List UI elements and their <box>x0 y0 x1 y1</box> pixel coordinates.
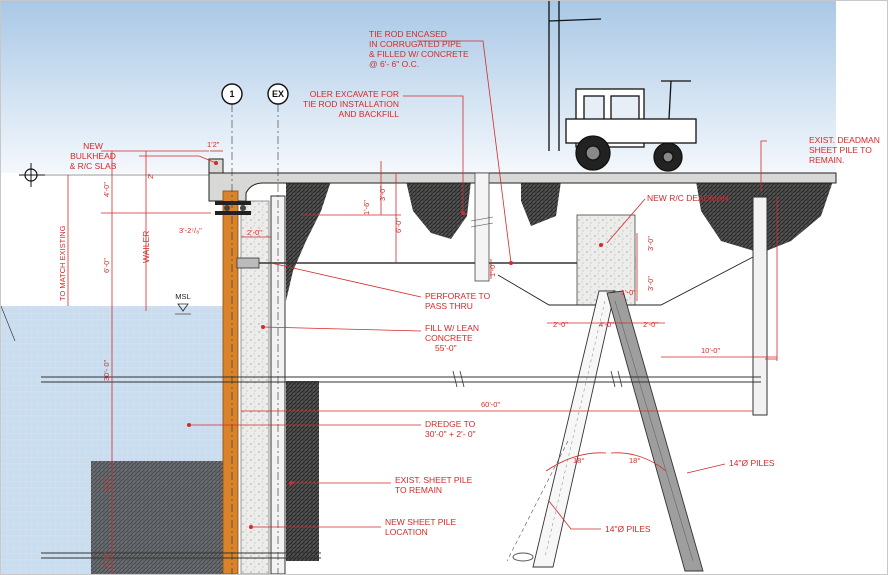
svg-text:2'-0": 2'-0" <box>553 320 568 329</box>
callout-perforate: PERFORATE TO PASS THRU <box>425 291 491 311</box>
exist-deadman-pile <box>752 196 768 416</box>
svg-text:PASS THRU: PASS THRU <box>425 301 473 311</box>
dimension-labels: 1'2" 2' 4'-0" 6'-0" 30'- 0" 4'-0" 0'-0" … <box>102 140 720 567</box>
forklift-icon <box>548 1 697 172</box>
svg-text:2'-0": 2'-0" <box>643 320 658 329</box>
datum-target-icon <box>19 163 209 187</box>
svg-text:4'-0": 4'-0" <box>102 182 111 197</box>
callout-excavate: OLER EXCAVATE FOR TIE ROD INSTALLATION A… <box>303 89 399 119</box>
svg-text:0'-0": 0'-0" <box>102 552 111 567</box>
seabed-soil <box>91 461 223 574</box>
svg-text:1'-0": 1'-0" <box>488 262 497 277</box>
svg-text:& FILLED W/ CONCRETE: & FILLED W/ CONCRETE <box>369 49 469 59</box>
svg-text:EXIST. DEADMAN: EXIST. DEADMAN <box>809 135 880 145</box>
svg-text:OLER EXCAVATE FOR: OLER EXCAVATE FOR <box>310 89 399 99</box>
soil-column <box>286 381 319 561</box>
soil-mid <box>406 181 471 239</box>
callout-match-existing: TO MATCH EXISTING <box>58 225 67 301</box>
svg-text:NEW: NEW <box>83 141 103 151</box>
svg-text:30'- 0": 30'- 0" <box>102 359 111 381</box>
rc-slab <box>208 172 837 202</box>
horizontal-members <box>41 370 761 559</box>
svg-text:REMAIN.: REMAIN. <box>809 155 844 165</box>
callout-exist-sheet-pile: EXIST. SHEET PILE TO REMAIN <box>395 475 473 495</box>
svg-text:EX: EX <box>272 89 284 99</box>
svg-text:6'-0": 6'-0" <box>394 218 403 233</box>
svg-text:1'2": 1'2" <box>207 140 220 149</box>
svg-text:18°: 18° <box>629 456 640 465</box>
svg-text:10'-0": 10'-0" <box>701 346 720 355</box>
svg-text:@ 6'- 6" O.C.: @ 6'- 6" O.C. <box>369 59 419 69</box>
callout-piles-left: 14"Ø PILES <box>605 524 651 534</box>
svg-text:3'-0": 3'-0" <box>378 186 387 201</box>
svg-text:4'-0": 4'-0" <box>599 320 614 329</box>
grid-bubble-ex: EX <box>267 83 289 105</box>
svg-text:AND BACKFILL: AND BACKFILL <box>339 109 400 119</box>
wailer-bolts <box>215 201 251 215</box>
svg-text:55'-0": 55'-0" <box>435 343 457 353</box>
svg-text:TO REMAIN: TO REMAIN <box>395 485 442 495</box>
svg-text:6'-0": 6'-0" <box>102 258 111 273</box>
callout-wailer: WAILER <box>141 231 151 263</box>
svg-text:PERFORATE TO: PERFORATE TO <box>425 291 491 301</box>
svg-text:3'-0": 3'-0" <box>646 276 655 291</box>
svg-text:DREDGE TO: DREDGE TO <box>425 419 476 429</box>
svg-text:1'-0": 1'-0" <box>621 288 636 297</box>
msl-marker: MSL <box>175 292 191 315</box>
svg-text:2': 2' <box>146 173 155 179</box>
leader-lines <box>139 40 767 530</box>
callout-tie-rod: TIE ROD ENCASED IN CORRUGATED PIPE & FIL… <box>369 29 469 69</box>
callout-fill: FILL W/ LEAN CONCRETE 55'-0" <box>425 323 479 353</box>
svg-text:1: 1 <box>229 89 234 99</box>
batter-piles <box>506 290 704 572</box>
dimension-lines <box>67 150 778 574</box>
svg-text:3'-2⁷/₈": 3'-2⁷/₈" <box>179 226 202 235</box>
callout-new-sheet-pile: NEW SHEET PILE LOCATION <box>385 517 456 537</box>
lean-concrete-fill <box>240 200 270 574</box>
svg-text:TIE ROD ENCASED: TIE ROD ENCASED <box>369 29 447 39</box>
svg-text:NEW SHEET PILE: NEW SHEET PILE <box>385 517 456 527</box>
svg-text:3'-0": 3'-0" <box>646 236 655 251</box>
svg-text:TIE ROD INSTALLATION: TIE ROD INSTALLATION <box>303 99 399 109</box>
tie-rod-pipe <box>474 172 490 282</box>
callout-new-bulkhead: NEW BULKHEAD & R/C SLAB <box>70 141 117 171</box>
svg-text:60'-0": 60'-0" <box>481 400 500 409</box>
svg-text:18°: 18° <box>573 456 584 465</box>
svg-text:BULKHEAD: BULKHEAD <box>70 151 116 161</box>
callout-new-deadman: NEW R/C DEADMAN <box>647 193 729 203</box>
svg-text:MSL: MSL <box>175 292 190 301</box>
svg-text:EXIST. SHEET PILE: EXIST. SHEET PILE <box>395 475 473 485</box>
sky <box>1 1 836 173</box>
callout-piles-right: 14"Ø PILES <box>729 458 775 468</box>
svg-text:& R/C SLAB: & R/C SLAB <box>70 161 117 171</box>
svg-text:1'-6": 1'-6" <box>362 200 371 215</box>
callout-dredge: DREDGE TO 30'-0" + 2'- 0" <box>425 419 476 439</box>
svg-text:30'-0" + 2'- 0": 30'-0" + 2'- 0" <box>425 429 476 439</box>
leader-dots <box>187 161 603 529</box>
grid-bubble-1: 1 <box>221 83 243 105</box>
svg-text:4'-0": 4'-0" <box>102 476 111 491</box>
soil-left <box>286 181 331 301</box>
svg-text:SHEET PILE TO: SHEET PILE TO <box>809 145 872 155</box>
callout-exist-deadman: EXIST. DEADMAN SHEET PILE TO REMAIN. <box>809 135 880 165</box>
svg-text:FILL W/ LEAN: FILL W/ LEAN <box>425 323 479 333</box>
svg-text:2'-0": 2'-0" <box>247 228 262 237</box>
svg-text:LOCATION: LOCATION <box>385 527 428 537</box>
svg-text:IN CORRUGATED PIPE: IN CORRUGATED PIPE <box>369 39 462 49</box>
rc-deadman <box>576 214 636 306</box>
svg-text:CONCRETE: CONCRETE <box>425 333 473 343</box>
